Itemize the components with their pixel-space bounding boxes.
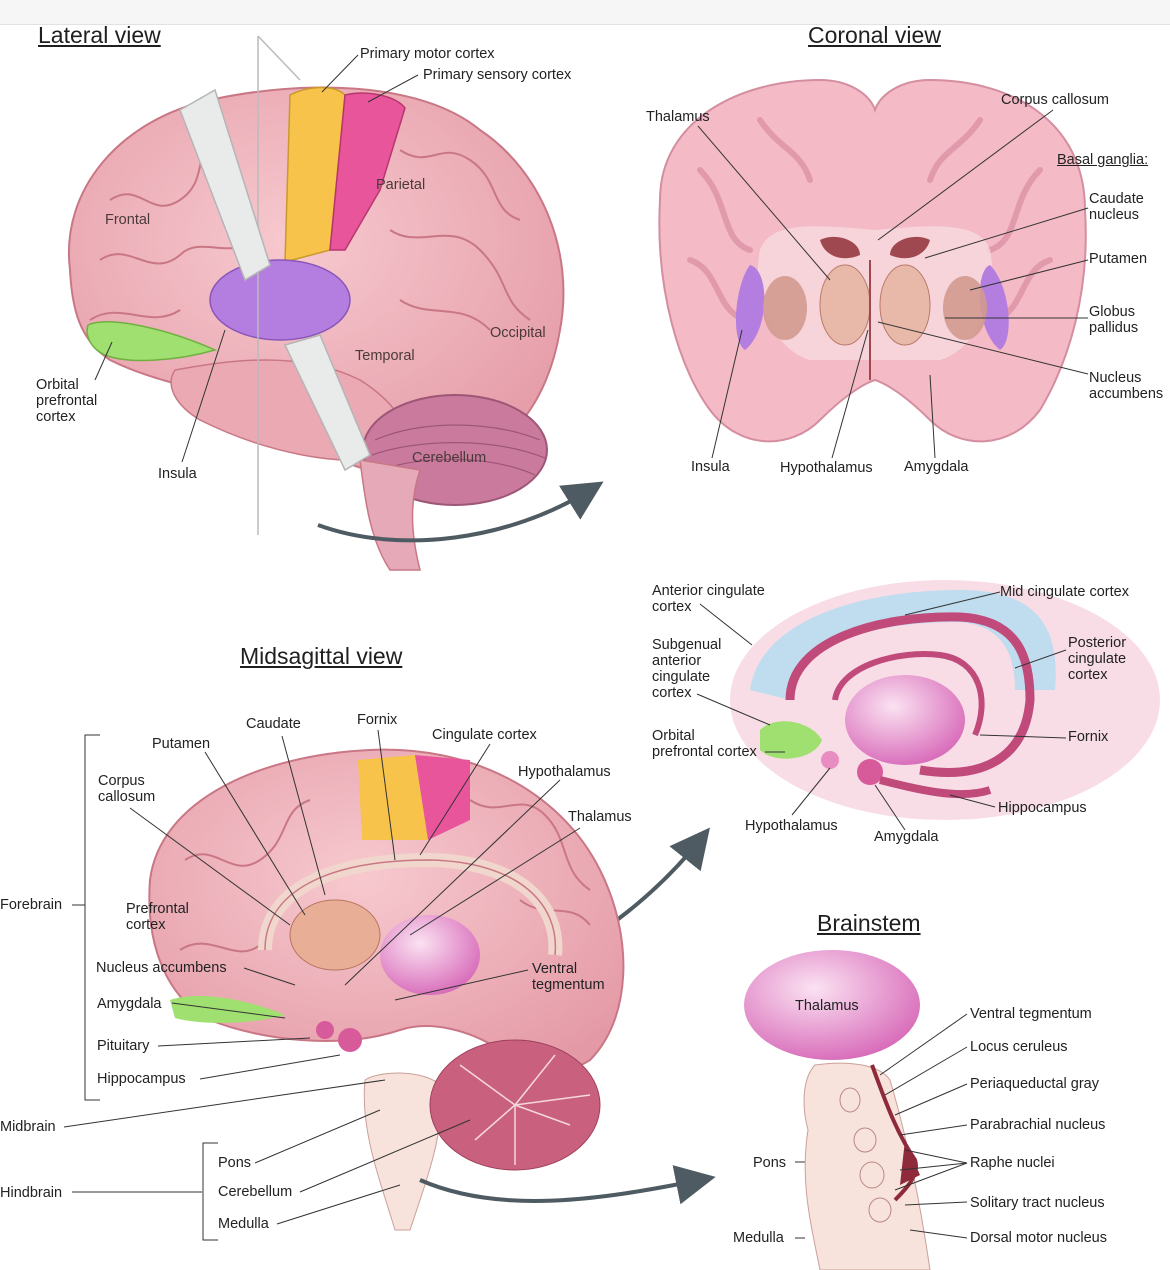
label-mid-cingulate-cortex: Mid cingulate cortex <box>1000 584 1129 600</box>
label-amygdala-mid: Amygdala <box>97 996 162 1012</box>
label-insula-lateral: Insula <box>158 466 197 482</box>
label-medulla-brainstem: Medulla <box>733 1230 784 1246</box>
label-orbital-prefrontal-limbic: Orbital prefrontal cortex <box>652 728 757 760</box>
label-putamen-mid: Putamen <box>152 736 211 752</box>
label-frontal: Frontal <box>105 212 151 228</box>
label-parietal: Parietal <box>376 177 426 193</box>
label-medulla-mid: Medulla <box>218 1216 269 1232</box>
label-pons-brainstem: Pons <box>753 1155 787 1171</box>
label-caudate-mid: Caudate <box>246 716 301 732</box>
label-corpus-callosum-mid: Corpus callosum <box>98 773 156 805</box>
label-basal-ganglia: Basal ganglia: <box>1057 152 1149 168</box>
label-nucleus-accumbens-coronal: Nucleus accumbens <box>1089 370 1164 402</box>
label-orbital-prefrontal-cortex: Orbital prefrontal cortex <box>36 377 98 425</box>
label-cerebellum-lateral: Cerebellum <box>412 450 487 466</box>
label-amygdala-limbic: Amygdala <box>874 829 939 845</box>
midsagittal-view-title: Midsagittal view <box>240 643 403 669</box>
midsagittal-brain <box>148 748 625 1231</box>
label-hippocampus-limbic: Hippocampus <box>998 800 1087 816</box>
label-primary-sensory-cortex: Primary sensory cortex <box>423 67 572 83</box>
label-globus-pallidus: Globus pallidus <box>1089 304 1139 336</box>
label-prefrontal-cortex: Prefrontal cortex <box>126 901 189 933</box>
label-posterior-cingulate-cortex: Posterior cingulate cortex <box>1068 635 1127 683</box>
label-caudate-nucleus: Caudate nucleus <box>1089 191 1144 223</box>
label-hindbrain: Hindbrain <box>0 1185 63 1201</box>
arrow-lateral-to-coronal <box>317 481 604 543</box>
coronal-brain <box>658 78 1087 443</box>
label-temporal: Temporal <box>355 348 415 364</box>
label-periaqueductal-gray: Periaqueductal gray <box>970 1076 1099 1092</box>
label-pons-mid: Pons <box>218 1155 252 1171</box>
coronal-view-title: Coronal view <box>808 22 941 48</box>
label-fornix-mid: Fornix <box>357 712 398 728</box>
label-locus-ceruleus: Locus ceruleus <box>970 1039 1068 1055</box>
label-subgenual-anterior-cingulate-cortex: Subgenual anterior cingulate cortex <box>652 637 722 701</box>
label-nucleus-accumbens-mid: Nucleus accumbens <box>96 960 227 976</box>
top-bar <box>0 0 1170 25</box>
arrow-mid-to-brainstem <box>419 1165 716 1205</box>
label-parabrachial-nucleus: Parabrachial nucleus <box>970 1117 1106 1133</box>
label-corpus-callosum-coronal: Corpus callosum <box>1001 92 1109 108</box>
label-dorsal-motor-nucleus: Dorsal motor nucleus <box>970 1230 1107 1246</box>
label-fornix-limbic: Fornix <box>1068 729 1109 745</box>
label-hypothalamus-coronal: Hypothalamus <box>780 460 873 476</box>
label-thalamus-brainstem: Thalamus <box>795 998 859 1014</box>
label-hypothalamus-limbic: Hypothalamus <box>745 818 838 834</box>
label-forebrain: Forebrain <box>0 897 63 913</box>
label-ventral-tegmentum-brainstem: Ventral tegmentum <box>970 1006 1092 1022</box>
label-amygdala-coronal: Amygdala <box>904 459 969 475</box>
label-ventral-tegmentum-mid: Ventral tegmentum <box>532 961 605 993</box>
label-thalamus-coronal: Thalamus <box>646 109 710 125</box>
label-insula-coronal: Insula <box>691 459 730 475</box>
label-midbrain: Midbrain <box>0 1119 56 1135</box>
label-anterior-cingulate-cortex: Anterior cingulate cortex <box>652 583 765 615</box>
label-putamen-coronal: Putamen <box>1089 251 1148 267</box>
label-solitary-tract-nucleus: Solitary tract nucleus <box>970 1195 1105 1211</box>
label-primary-motor-cortex: Primary motor cortex <box>360 46 495 62</box>
label-raphe-nuclei: Raphe nuclei <box>970 1155 1055 1171</box>
brainstem-title: Brainstem <box>817 910 921 936</box>
brainstem-diagram <box>744 950 931 1270</box>
label-hypothalamus-mid: Hypothalamus <box>518 764 611 780</box>
label-hippocampus-mid: Hippocampus <box>97 1071 186 1087</box>
label-occipital: Occipital <box>490 325 546 341</box>
lateral-view-title: Lateral view <box>38 22 161 48</box>
lateral-brain <box>67 35 565 571</box>
label-pituitary: Pituitary <box>97 1038 150 1054</box>
label-cerebellum-mid: Cerebellum <box>218 1184 293 1200</box>
limbic-diagram <box>730 580 1160 820</box>
label-thalamus-mid: Thalamus <box>568 809 632 825</box>
label-cingulate-cortex: Cingulate cortex <box>432 727 537 743</box>
